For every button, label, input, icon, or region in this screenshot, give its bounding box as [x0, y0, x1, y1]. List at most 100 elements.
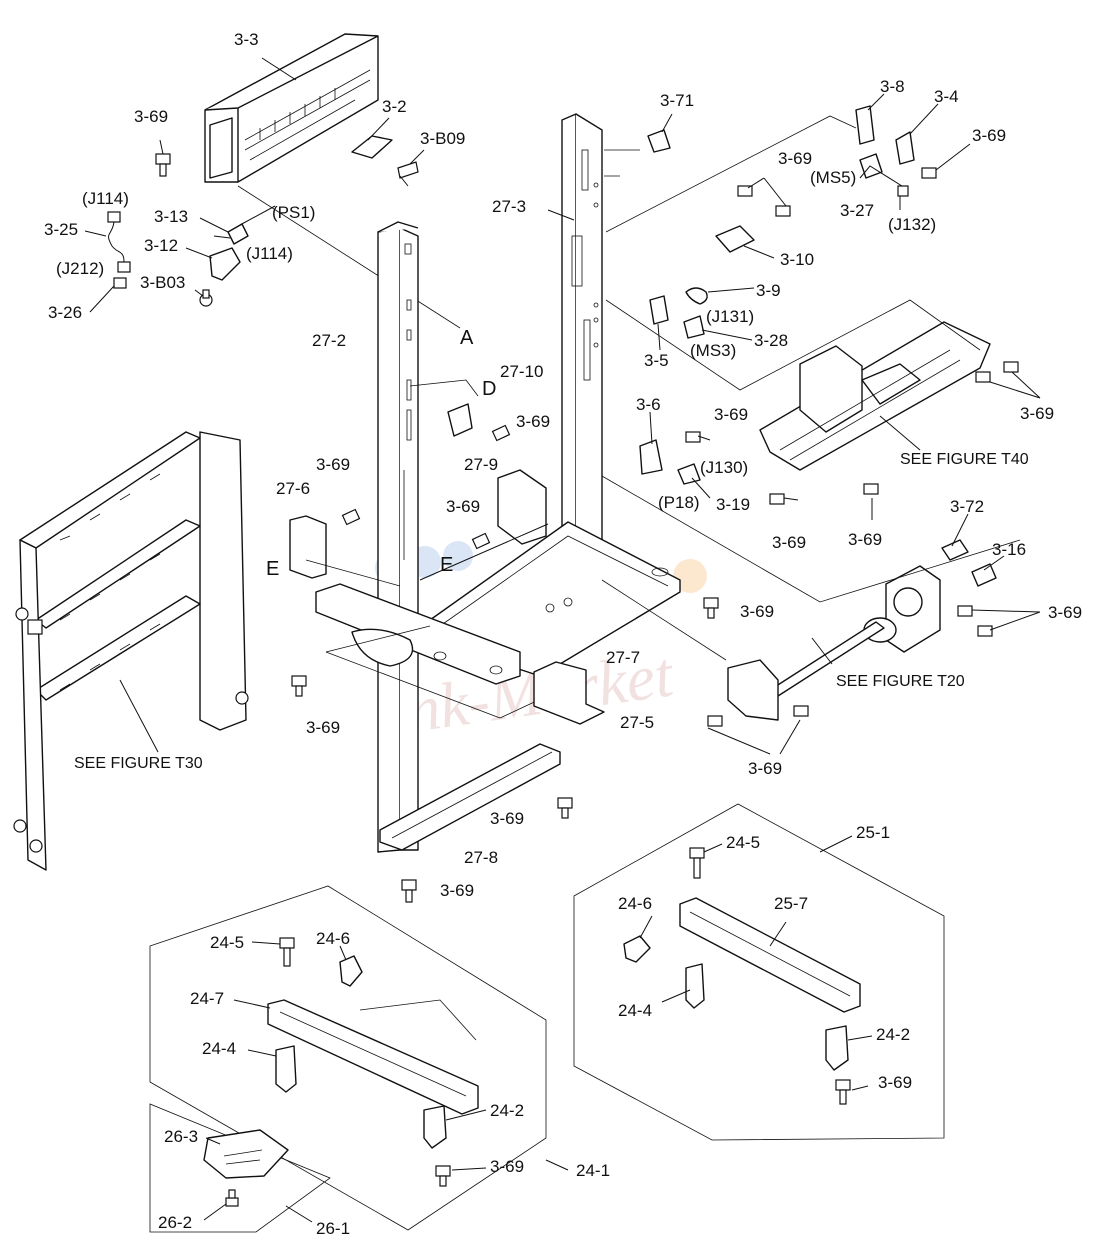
- label-3-69-25-1: 3-69: [878, 1073, 912, 1092]
- label-3-69-t20: 3-69: [1048, 603, 1082, 622]
- screws-center: [291, 424, 719, 903]
- label-3-71: 3-71: [660, 91, 694, 110]
- part-27-9-bracket: [497, 469, 547, 545]
- label-3-27: 3-27: [840, 201, 874, 220]
- label-a: A: [460, 327, 474, 349]
- label-3-69-3-6: 3-69: [714, 405, 748, 424]
- label-3-69-3-4: 3-69: [972, 126, 1006, 145]
- label-3-b03: 3-B03: [140, 273, 185, 292]
- part-27-2-left-column: [377, 221, 419, 853]
- leader-lines-24-1: [233, 941, 569, 1171]
- label-j131: (J131): [706, 307, 754, 326]
- label-j114-holder: (J114): [246, 244, 293, 263]
- label-3-69-t40: 3-69: [1020, 404, 1054, 423]
- label-j130: (J130): [700, 458, 748, 477]
- label-3-16: 3-16: [992, 540, 1026, 559]
- part-3-16: [971, 563, 997, 587]
- label-3-6: 3-6: [636, 395, 661, 414]
- screw-3-b03: [199, 289, 213, 307]
- part-3-12-holder: [209, 247, 241, 281]
- label-ps1: (PS1): [272, 203, 315, 222]
- label-3-2: 3-2: [382, 97, 407, 116]
- label-3-69-base-left: 3-69: [306, 718, 340, 737]
- label-3-13: 3-13: [154, 207, 188, 226]
- label-3-69-27-8: 3-69: [490, 809, 524, 828]
- label-3-69-column-bottom: 3-69: [440, 881, 474, 900]
- part-base-left-foot: [315, 583, 521, 685]
- label-27-5: 27-5: [620, 713, 654, 732]
- leader-t20: [811, 637, 833, 665]
- label-24-2-right: 24-2: [876, 1025, 910, 1044]
- label-27-8: 27-8: [464, 848, 498, 867]
- label-3-69-t40-right: 3-69: [848, 530, 882, 549]
- label-3-5: 3-5: [644, 351, 669, 370]
- label-3-12: 3-12: [144, 236, 178, 255]
- label-27-6: 27-6: [276, 479, 310, 498]
- label-see-figure-t40: SEE FIGURE T40: [900, 451, 1029, 468]
- leader-lines-right-cluster: [547, 93, 1021, 661]
- label-j212: (J212): [56, 259, 104, 278]
- label-3-72: 3-72: [950, 497, 984, 516]
- label-see-figure-t20: SEE FIGURE T20: [836, 673, 965, 690]
- label-3-b09: 3-B09: [420, 129, 465, 148]
- label-3-3: 3-3: [234, 30, 259, 49]
- label-24-6-left: 24-6: [316, 929, 350, 948]
- label-j132: (J132): [888, 215, 936, 234]
- part-frame-t30: [13, 431, 249, 871]
- right-cluster-parts: [639, 105, 937, 485]
- part-27-3-right-column: [561, 113, 603, 617]
- part-unit-t40: [759, 321, 991, 471]
- label-24-6-right: 24-6: [618, 894, 652, 913]
- leader-3-72-3-16: [951, 513, 1005, 571]
- assembly-24-1-box: [149, 885, 547, 1231]
- part-27-8-bottom-bar: [379, 743, 561, 851]
- part-3-2-bracket: [351, 135, 393, 159]
- screw-3-69-top-left: [155, 153, 171, 177]
- label-24-7: 24-7: [190, 989, 224, 1008]
- part-3-25-cable: [107, 211, 131, 273]
- part-3-26-connector: [113, 277, 127, 289]
- label-ms3: (MS3): [690, 341, 736, 360]
- part-27-6-bracket: [289, 515, 327, 579]
- part-3-3-cover: [204, 33, 379, 183]
- label-d: D: [482, 378, 496, 400]
- leader-lines-top-left: [84, 57, 461, 329]
- label-3-26: 3-26: [48, 303, 82, 322]
- label-24-2-left: 24-2: [490, 1101, 524, 1120]
- leader-t30: [119, 679, 159, 753]
- label-25-1: 25-1: [856, 823, 890, 842]
- label-24-4-left: 24-4: [202, 1039, 236, 1058]
- label-3-69-27-9: 3-69: [446, 497, 480, 516]
- assembly-25-1-box: [573, 803, 945, 1141]
- label-24-4-right: 24-4: [618, 1001, 652, 1020]
- label-26-3: 26-3: [164, 1127, 198, 1146]
- label-3-8: 3-8: [880, 77, 905, 96]
- label-see-figure-t30: SEE FIGURE T30: [74, 755, 203, 772]
- label-25-7: 25-7: [774, 894, 808, 913]
- label-3-10: 3-10: [780, 250, 814, 269]
- label-3-69-24-1: 3-69: [490, 1157, 524, 1176]
- label-3-69-base-right: 3-69: [740, 602, 774, 621]
- label-3-9: 3-9: [756, 281, 781, 300]
- part-27-10-bracket: [447, 403, 473, 437]
- label-3-69-27-10: 3-69: [516, 412, 550, 431]
- screws-t20: [707, 605, 1041, 755]
- label-ms5: (MS5): [810, 168, 856, 187]
- label-26-2: 26-2: [158, 1213, 192, 1232]
- label-27-10: 27-10: [500, 362, 543, 381]
- label-27-9: 27-9: [464, 455, 498, 474]
- label-3-69-top-left: 3-69: [134, 107, 168, 126]
- label-27-2: 27-2: [312, 331, 346, 350]
- assembly-26-1-box: [149, 1103, 331, 1233]
- label-3-19: 3-19: [716, 495, 750, 514]
- leader-t40: [879, 415, 921, 451]
- screws-t40: [769, 361, 1041, 520]
- label-3-69-t40-left: 3-69: [772, 533, 806, 552]
- label-27-3: 27-3: [492, 197, 526, 216]
- label-p18: (P18): [658, 493, 700, 512]
- label-3-28: 3-28: [754, 331, 788, 350]
- label-3-69-3-10: 3-69: [778, 149, 812, 168]
- label-24-5-left: 24-5: [210, 933, 244, 952]
- leader-lines-25-1: [639, 835, 873, 1091]
- label-3-4: 3-4: [934, 87, 959, 106]
